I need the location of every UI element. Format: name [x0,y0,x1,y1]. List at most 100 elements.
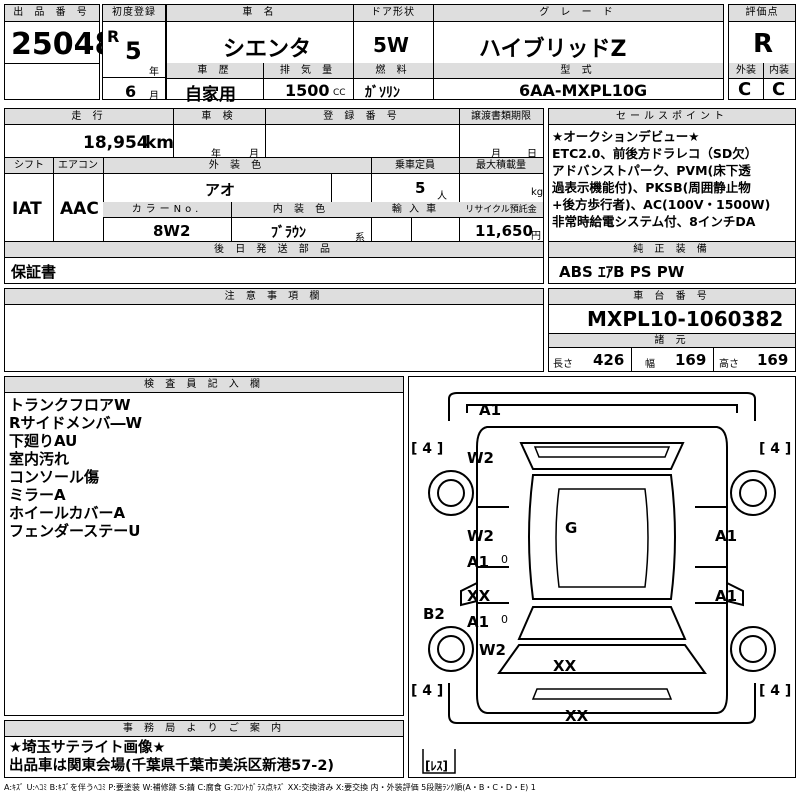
car-name-label: 車 名 [167,5,353,22]
lot-number: 25048 [11,27,116,62]
max-load-unit: kg [531,187,544,198]
inspector-item: 室内汚れ [9,450,70,468]
sales-points-label: セールスポイント [549,109,795,125]
lot-number-label: 出 品 番 号 [5,5,99,22]
import-label: 輸 入 車 [371,202,459,218]
notes-label: 注 意 事 項 欄 [5,289,543,305]
insp-year-unit: 年 [211,149,221,160]
interior-color: ﾌﾞﾗｳﾝ [271,225,306,241]
mark-hood: XX [553,657,577,675]
capacity-unit: 人 [437,191,447,202]
office-line: 出品車は関東会場(千葉県千葉市美浜区新港57-2) [9,758,335,774]
inspector-item: コンソール傷 [9,468,100,486]
sales-point-line: アドバンストパーク、PVM(床下透 [552,163,751,178]
air-conditioner: AAC [60,199,99,219]
grade-label: グ レ ー ド [433,5,723,22]
mark-zero-1: 0 [501,553,508,566]
inspector-item: フェンダーステーU [9,522,141,540]
sales-point-line: ETC2.0、前後方ドラレコ（SD欠） [552,146,758,161]
score: R [753,29,774,59]
later-parts: 保証書 [11,263,57,281]
inspector-item: 下廻りAU [9,432,78,450]
chassis-box: 車 台 番 号 MXPL10-1060382 諸 元 長さ 426 幅 169 … [548,288,796,372]
height-label: 高さ [719,359,739,370]
car-name: シエンタ [223,37,312,62]
era: R [107,27,120,46]
width: 169 [675,351,707,369]
damage-legend: A:ｷｽﾞ U:ﾍｺﾐ B:ｷｽﾞを伴うﾍｺﾐ P:要塗装 W:補修跡 S:錆 … [4,783,536,792]
displacement: 1500 [285,81,330,100]
ext-color-label: 外 装 色 [103,158,371,174]
year-unit: 年 [149,67,159,78]
dimensions-label: 諸 元 [549,334,795,348]
color-number: 8W2 [153,222,191,240]
recycle-label: リサイクル預託金 [459,202,543,218]
inspector-item: トランクフロアW [9,396,131,414]
ac-label: エアコン [53,158,103,174]
length-label: 長さ [553,359,573,370]
mark-rear-left-fender: W2 [467,449,494,467]
notes-box: 注 意 事 項 欄 [4,288,544,372]
length: 426 [593,351,625,369]
first-registration-box: 初度登録 R 5 年 6 月 [102,4,166,102]
inspector-box: 検 査 員 記 入 欄 トランクフロアW Rサイドメンバ―W 下廻りAU 室内汚… [4,376,404,716]
exterior-grade: C [738,79,752,100]
interior-color-unit: 系 [355,233,365,244]
model-label: 型 式 [433,63,723,79]
mark-front-left-fender: W2 [479,641,506,659]
capacity-label: 乗車定員 [371,158,459,174]
first-registration-label: 初度登録 [103,5,165,22]
inspector-item: ホイールカバーA [9,504,126,522]
inspector-item: ミラーA [9,486,66,504]
details-box: 走 行 車 検 登 録 番 号 譲渡書類期限 18,954 km 年 月 月 日… [4,108,544,284]
sales-point-line: 非常時給電システム付、8インチDA [552,214,756,229]
vehicle-info-box: 車 名 ドア形状 グ レ ー ド シエンタ 5W ハイブリッドZ 車 歴 排 気… [166,4,724,105]
shift: IAT [12,199,42,219]
cc-label: 排 気 量 [263,63,353,79]
sales-point-line: 過表示機能付)、PKSB(周囲静止物 [552,180,751,195]
office-line: ★埼玉サテライト画像★ [9,740,166,756]
reg-month: 6 [125,82,137,101]
tire-rear-left: [ 4 ] [411,441,444,457]
transfer-month-unit: 月 [491,149,501,160]
mark-zero-2: 0 [501,613,508,626]
score-label: 評価点 [729,5,795,22]
inspector-label: 検 査 員 記 入 欄 [5,377,403,393]
car-diagram [422,392,776,774]
height: 169 [757,351,789,369]
damage-diagram-box: A1 W2 G W2 A1 0 XX A1 0 B2 W2 XX XX A1 A… [408,376,796,778]
cc-unit: CC [333,88,346,98]
mark-front-bumper: XX [565,707,589,725]
fuel-label: 燃 料 [353,63,433,79]
exterior-label: 外装 [729,63,763,79]
width-label: 幅 [645,359,655,370]
lot-number-box: 出 品 番 号 25048 [4,4,115,100]
door-type: 5W [373,33,409,57]
mileage: 18,954 [83,133,149,153]
recycle-fee: 11,650 [475,222,533,240]
history: 自家用 [185,85,236,105]
inspector-item: Rサイドメンバ―W [9,414,143,432]
office-box: 事 務 局 よ り ご 案 内 ★埼玉サテライト画像★ 出品車は関東会場(千葉県… [4,720,404,778]
score-box: 評価点 R 外装 内装 C C [728,4,796,100]
insp-month-unit: 月 [249,149,259,160]
int-color-label: 内 装 色 [231,202,371,218]
sales-point-line: +後方歩行者)、AC(100V・1500W) [552,197,771,212]
mark-left-front-door-xx: XX [467,587,491,605]
mark-trunk: A1 [479,401,502,419]
mark-right-rear-door: A1 [715,527,738,545]
transfer-label: 譲渡書類期限 [459,109,543,125]
mark-roof: G [565,519,578,537]
equipment-label: 純 正 装 備 [549,242,795,258]
fuel: ｶﾞｿﾘﾝ [365,85,400,101]
tire-front-right: [ 4 ] [759,683,792,699]
equipment: ABS ｴｱB PS PW [559,263,685,281]
tire-rear-right: [ 4 ] [759,441,792,457]
mark-left-front-door-a: A1 [467,613,490,631]
recycle-unit: 円 [531,231,541,242]
chassis-number: MXPL10-1060382 [587,307,784,331]
door-label: ドア形状 [353,5,433,22]
reg-no-label: 登 録 番 号 [265,109,459,125]
transfer-day-unit: 日 [527,149,537,160]
mark-left-sill: B2 [423,605,445,623]
